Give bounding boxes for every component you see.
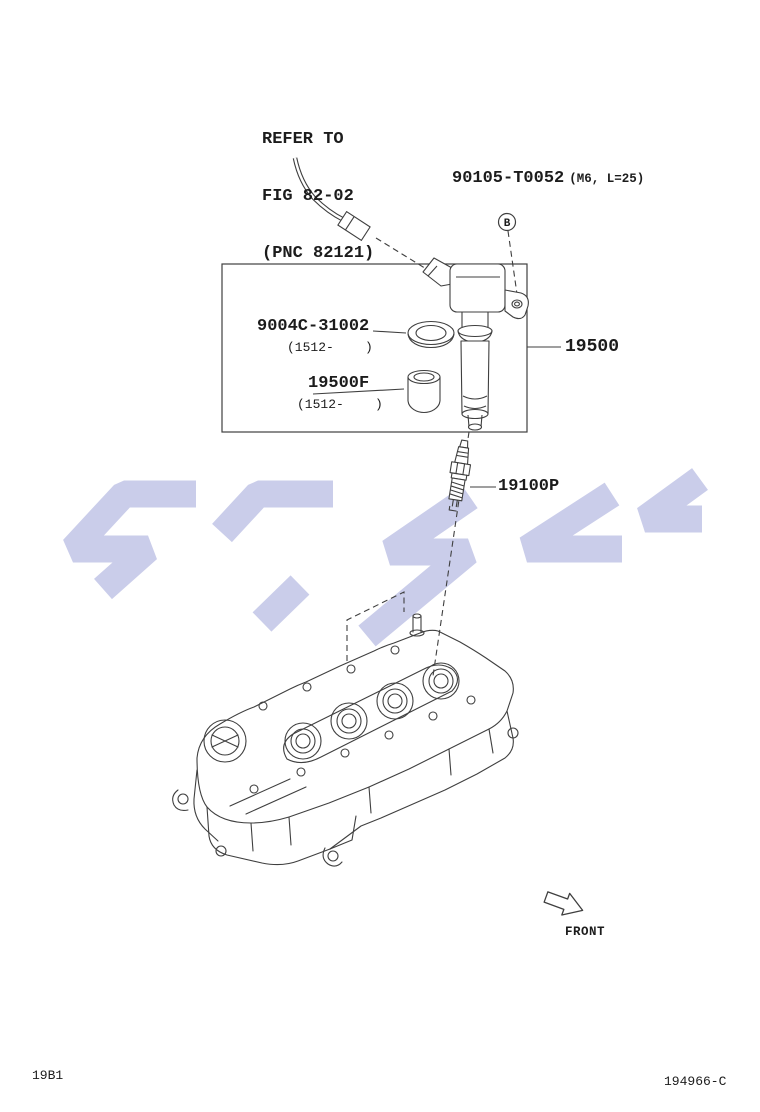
refer-note-line2: FIG 82-02 bbox=[262, 187, 354, 206]
bolt-part-number[interactable]: 90105-T0052 bbox=[452, 169, 565, 188]
gasket-part-number[interactable]: 9004C-31002 bbox=[257, 317, 370, 336]
front-arrow-icon bbox=[543, 891, 584, 916]
wire-connector bbox=[337, 210, 371, 242]
boot-part-number[interactable]: 19500F bbox=[308, 374, 370, 393]
plug-part-number[interactable]: 19100P bbox=[498, 477, 560, 496]
page-code: 19B1 bbox=[32, 1068, 64, 1083]
bolt-label: 90105-T0052 (M6, L=25) bbox=[452, 169, 644, 188]
boot-date-range: (1512- ) bbox=[297, 397, 383, 412]
parts-group-box bbox=[221, 263, 528, 433]
gasket-ring-drawing bbox=[407, 320, 455, 349]
coil-boot-drawing bbox=[407, 369, 441, 414]
bolt-spec: (M6, L=25) bbox=[569, 172, 645, 186]
engine-cover-drawing bbox=[172, 613, 519, 867]
drawing-number: 194966-C bbox=[664, 1074, 727, 1089]
refer-note-line1: REFER TO bbox=[262, 130, 344, 149]
leader-lines bbox=[312, 330, 561, 488]
gasket-date-range: (1512- ) bbox=[287, 340, 373, 355]
refer-note-line3: (PNC 82121) bbox=[262, 244, 375, 263]
ignition-coil-drawing bbox=[422, 257, 529, 431]
wire-harness bbox=[292, 157, 371, 242]
front-label: FRONT bbox=[565, 925, 606, 939]
bolt-callout-letter[interactable]: B bbox=[504, 218, 511, 230]
watermark bbox=[63, 468, 708, 647]
bolt-callout-circle[interactable]: B bbox=[497, 212, 517, 232]
coil-part-number[interactable]: 19500 bbox=[565, 337, 620, 357]
spark-plug-drawing bbox=[448, 439, 472, 512]
refer-note: REFER TO FIG 82-02 (PNC 82121) bbox=[262, 92, 374, 301]
